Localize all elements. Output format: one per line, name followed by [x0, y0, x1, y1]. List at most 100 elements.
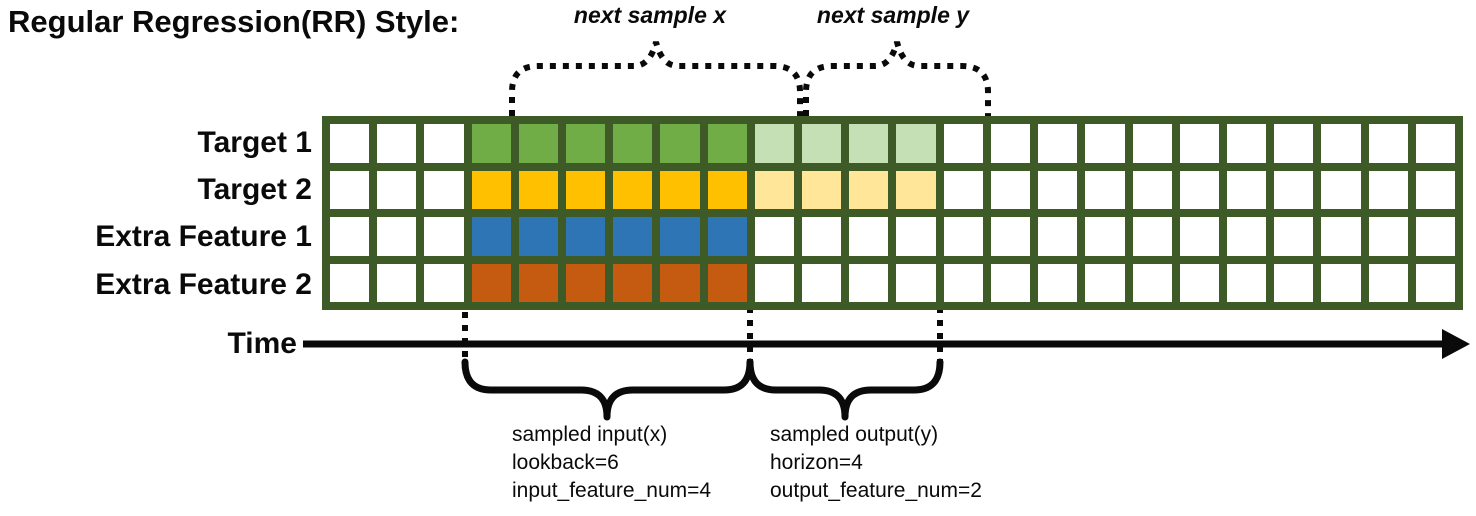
grid-cell	[1321, 217, 1361, 256]
grid-cell	[1321, 124, 1361, 163]
grid-cell	[990, 217, 1031, 256]
grid-cell	[1085, 124, 1125, 163]
grid-cell	[518, 263, 559, 302]
annotation-line: output_feature_num=2	[770, 479, 982, 502]
annotation-line: sampled output(y)	[770, 423, 939, 446]
next-sample-y-brace	[803, 41, 991, 116]
grid-cell	[613, 217, 653, 256]
grid-cell	[330, 263, 370, 302]
sampled-input-annotation: sampled input(x) lookback=6 input_featur…	[512, 421, 711, 505]
row-label-extra-feature-2: Extra Feature 2	[95, 267, 312, 301]
grid-cell	[1415, 170, 1455, 209]
row-label-target-2: Target 2	[197, 172, 312, 206]
grid-cell	[1132, 217, 1172, 256]
grid-cell	[660, 263, 700, 302]
grid-cell	[707, 263, 747, 302]
grid-cell	[660, 124, 700, 163]
annotation-line: sampled input(x)	[512, 423, 668, 446]
grid-cell	[990, 170, 1031, 209]
next-sample-x-label: next sample x	[573, 2, 727, 28]
grid-cell	[1226, 263, 1267, 302]
grid-cell	[1038, 124, 1078, 163]
next-sample-y-label: next sample y	[816, 2, 970, 28]
row-label-target-1: Target 1	[197, 125, 312, 159]
grid-cell	[566, 124, 606, 163]
grid-cell	[377, 263, 417, 302]
grid-cell	[613, 263, 653, 302]
grid-cell	[1038, 263, 1078, 302]
grid-cell	[1085, 263, 1125, 302]
grid-cell	[330, 170, 370, 209]
grid-cell	[330, 124, 370, 163]
grid-cell	[849, 170, 889, 209]
diagram-title: Regular Regression(RR) Style:	[8, 4, 460, 39]
grid-cell	[1226, 217, 1267, 256]
grid-cell	[1132, 170, 1172, 209]
grid-cell	[1274, 124, 1314, 163]
grid-cell	[802, 124, 842, 163]
grid-cell	[1415, 263, 1455, 302]
grid-cell	[1085, 217, 1125, 256]
grid-cell	[424, 263, 464, 302]
grid-cell	[754, 124, 795, 163]
grid-cell	[1226, 170, 1267, 209]
grid-cell	[1038, 170, 1078, 209]
grid-cell	[518, 217, 559, 256]
grid-cell	[896, 170, 936, 209]
grid-cell	[377, 217, 417, 256]
grid-cell	[613, 170, 653, 209]
sampled-input-brace	[461, 358, 754, 421]
grid-cell	[802, 170, 842, 209]
grid-cell	[707, 124, 747, 163]
grid-cell	[424, 170, 464, 209]
grid-cell	[1368, 217, 1408, 256]
sampled-output-annotation: sampled output(y) horizon=4 output_featu…	[770, 421, 982, 505]
grid-cell	[1179, 124, 1219, 163]
grid-cell	[943, 217, 983, 256]
grid-cell	[377, 124, 417, 163]
grid-cell	[1368, 170, 1408, 209]
grid-cell	[330, 217, 370, 256]
grid-cell	[1368, 263, 1408, 302]
grid-cell	[1274, 217, 1314, 256]
grid-cell	[424, 217, 464, 256]
grid-cell	[1321, 170, 1361, 209]
grid-cell	[1321, 263, 1361, 302]
grid-cell	[471, 263, 511, 302]
grid-cell	[471, 170, 511, 209]
grid-cell	[849, 217, 889, 256]
grid-cell	[1368, 124, 1408, 163]
grid-cell	[660, 170, 700, 209]
grid-cell	[566, 170, 606, 209]
grid-cell	[1415, 217, 1455, 256]
grid-cell	[1085, 170, 1125, 209]
grid-cell	[707, 217, 747, 256]
time-axis-label: Time	[227, 327, 297, 360]
grid-cell	[471, 124, 511, 163]
grid-cell	[566, 263, 606, 302]
grid-cell	[707, 170, 747, 209]
grid-cell	[896, 124, 936, 163]
grid-cell	[518, 170, 559, 209]
grid-cell	[849, 263, 889, 302]
grid-cell	[754, 170, 795, 209]
row-label-extra-feature-1: Extra Feature 1	[95, 219, 312, 253]
grid-cell	[1415, 124, 1455, 163]
grid-cell	[424, 124, 464, 163]
time-arrow-head	[1442, 329, 1470, 359]
grid-cell	[1274, 170, 1314, 209]
grid-cell	[1179, 217, 1219, 256]
grid-cell	[849, 124, 889, 163]
grid-cell	[566, 217, 606, 256]
grid-cell	[754, 217, 795, 256]
grid-cell	[802, 263, 842, 302]
grid-cell	[1274, 263, 1314, 302]
grid-cell	[896, 263, 936, 302]
grid-cell	[1179, 170, 1219, 209]
grid-cell	[896, 217, 936, 256]
grid-cell	[802, 217, 842, 256]
annotation-line: horizon=4	[770, 451, 863, 474]
grid-cell	[754, 263, 795, 302]
grid-cell	[1038, 217, 1078, 256]
